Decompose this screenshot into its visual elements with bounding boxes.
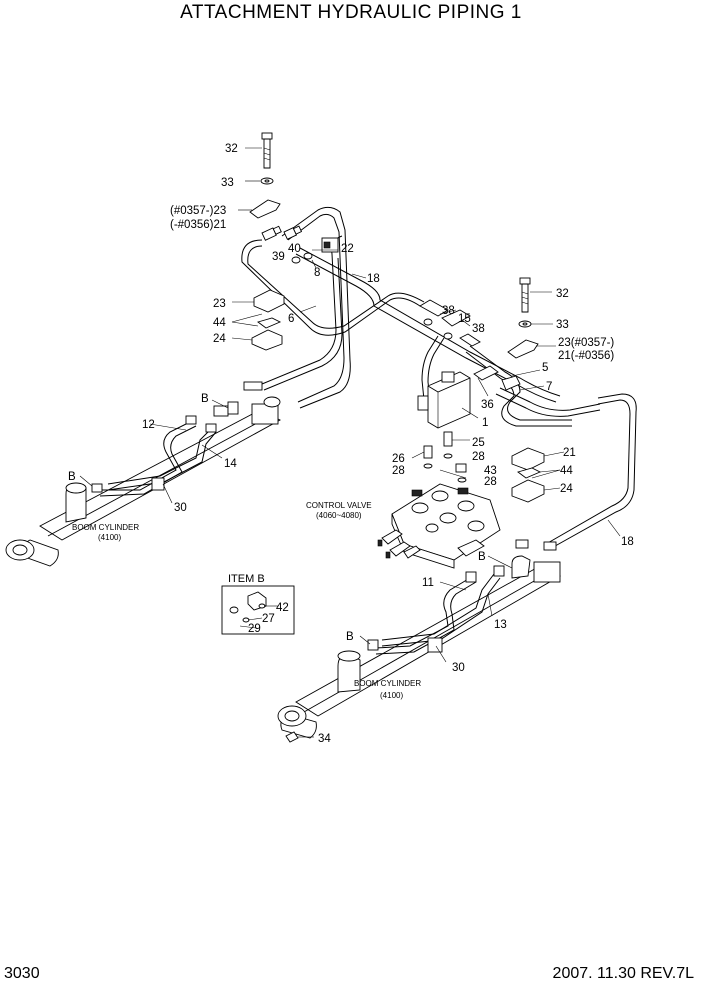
callout-23-left: 23 (213, 298, 226, 310)
leader-lines (299, 249, 545, 479)
component-labels: CONTROL VALVE (4060~4080) BOOM CYLINDER … (72, 501, 421, 700)
page-number: 3030 (4, 965, 40, 982)
callout-7: 7 (546, 381, 552, 393)
callout-30-right: 30 (452, 662, 465, 674)
control-valve-range: (4060~4080) (316, 511, 362, 520)
callout-1: 1 (482, 417, 488, 429)
callout-44-left: 44 (213, 317, 226, 329)
callout-5: 5 (542, 362, 548, 374)
callout-38-right: 38 (472, 323, 485, 335)
callout-24-left: 24 (213, 333, 226, 345)
callout-21-top-left: (-#0356)21 (170, 219, 226, 231)
callout-34: 34 (318, 733, 331, 745)
callout-43: 43 (484, 465, 497, 477)
callout-23-right: 23(#0357-) (558, 337, 614, 349)
callout-28-lower: 28 (484, 476, 497, 488)
callout-26: 26 (392, 453, 405, 465)
callout-23-top-left: (#0357-)23 (170, 205, 226, 217)
callout-33-top-left: 33 (221, 177, 234, 189)
callout-21-right-clamp: 21 (563, 447, 576, 459)
callout-25: 25 (472, 437, 485, 449)
callout-32-right: 32 (556, 288, 569, 300)
relief-valve-block (417, 299, 521, 429)
callout-6: 6 (288, 313, 294, 325)
bolt-assembly-right (507, 277, 556, 359)
callout-22: 22 (341, 243, 354, 255)
callout-11: 11 (422, 577, 434, 589)
callout-12: 12 (142, 419, 155, 431)
callout-42: 42 (276, 602, 289, 614)
bolt-assembly-left (238, 132, 281, 219)
item-b-title: ITEM B (228, 573, 265, 585)
boom-cylinder-right-label: BOOM CYLINDER (354, 679, 421, 688)
callout-14: 14 (224, 458, 237, 470)
boom-cylinder-left (5, 381, 281, 567)
callout-24-right: 24 (560, 483, 573, 495)
callout-13: 13 (494, 619, 507, 631)
callout-29: 29 (248, 623, 261, 635)
callout-28-mid: 28 (472, 451, 485, 463)
callout-27: 27 (262, 613, 275, 625)
revision-footer: 2007. 11.30 REV.7L (552, 965, 694, 982)
callout-39: 39 (272, 251, 285, 263)
clamp-set-right (511, 447, 565, 503)
page-title: ATTACHMENT HYDRAULIC PIPING 1 (180, 2, 522, 23)
callout-21-right: 21(-#0356) (558, 350, 614, 362)
callout-33-right: 33 (556, 319, 569, 331)
callout-b-right-top: B (478, 551, 486, 563)
callout-44-right: 44 (560, 465, 573, 477)
control-valve (377, 431, 501, 569)
callout-b-top-left: B (201, 393, 209, 405)
callout-28-left: 28 (392, 465, 405, 477)
callout-36: 36 (481, 399, 494, 411)
item-b-detail (221, 585, 295, 635)
callout-18-top: 18 (367, 273, 380, 285)
top-fittings (231, 225, 339, 351)
callout-38-top: 38 (442, 305, 455, 317)
callout-40: 40 (288, 243, 301, 255)
callout-8: 8 (314, 267, 320, 279)
boom-cylinder-right-code: (4100) (380, 691, 403, 700)
callout-32-top-left: 32 (225, 143, 238, 155)
callout-b-left: B (68, 471, 76, 483)
callout-labels: 32 33 (#0357-)23 (-#0356)21 40 39 8 22 1… (68, 143, 634, 745)
callout-15: 15 (458, 313, 471, 325)
boom-cylinder-right (277, 519, 621, 743)
boom-cylinder-left-code: (4100) (98, 533, 121, 542)
callout-18-right: 18 (621, 536, 634, 548)
callout-b-right: B (346, 631, 354, 643)
callout-30-left: 30 (174, 502, 187, 514)
boom-cylinder-left-label: BOOM CYLINDER (72, 523, 139, 532)
control-valve-label: CONTROL VALVE (306, 501, 372, 510)
